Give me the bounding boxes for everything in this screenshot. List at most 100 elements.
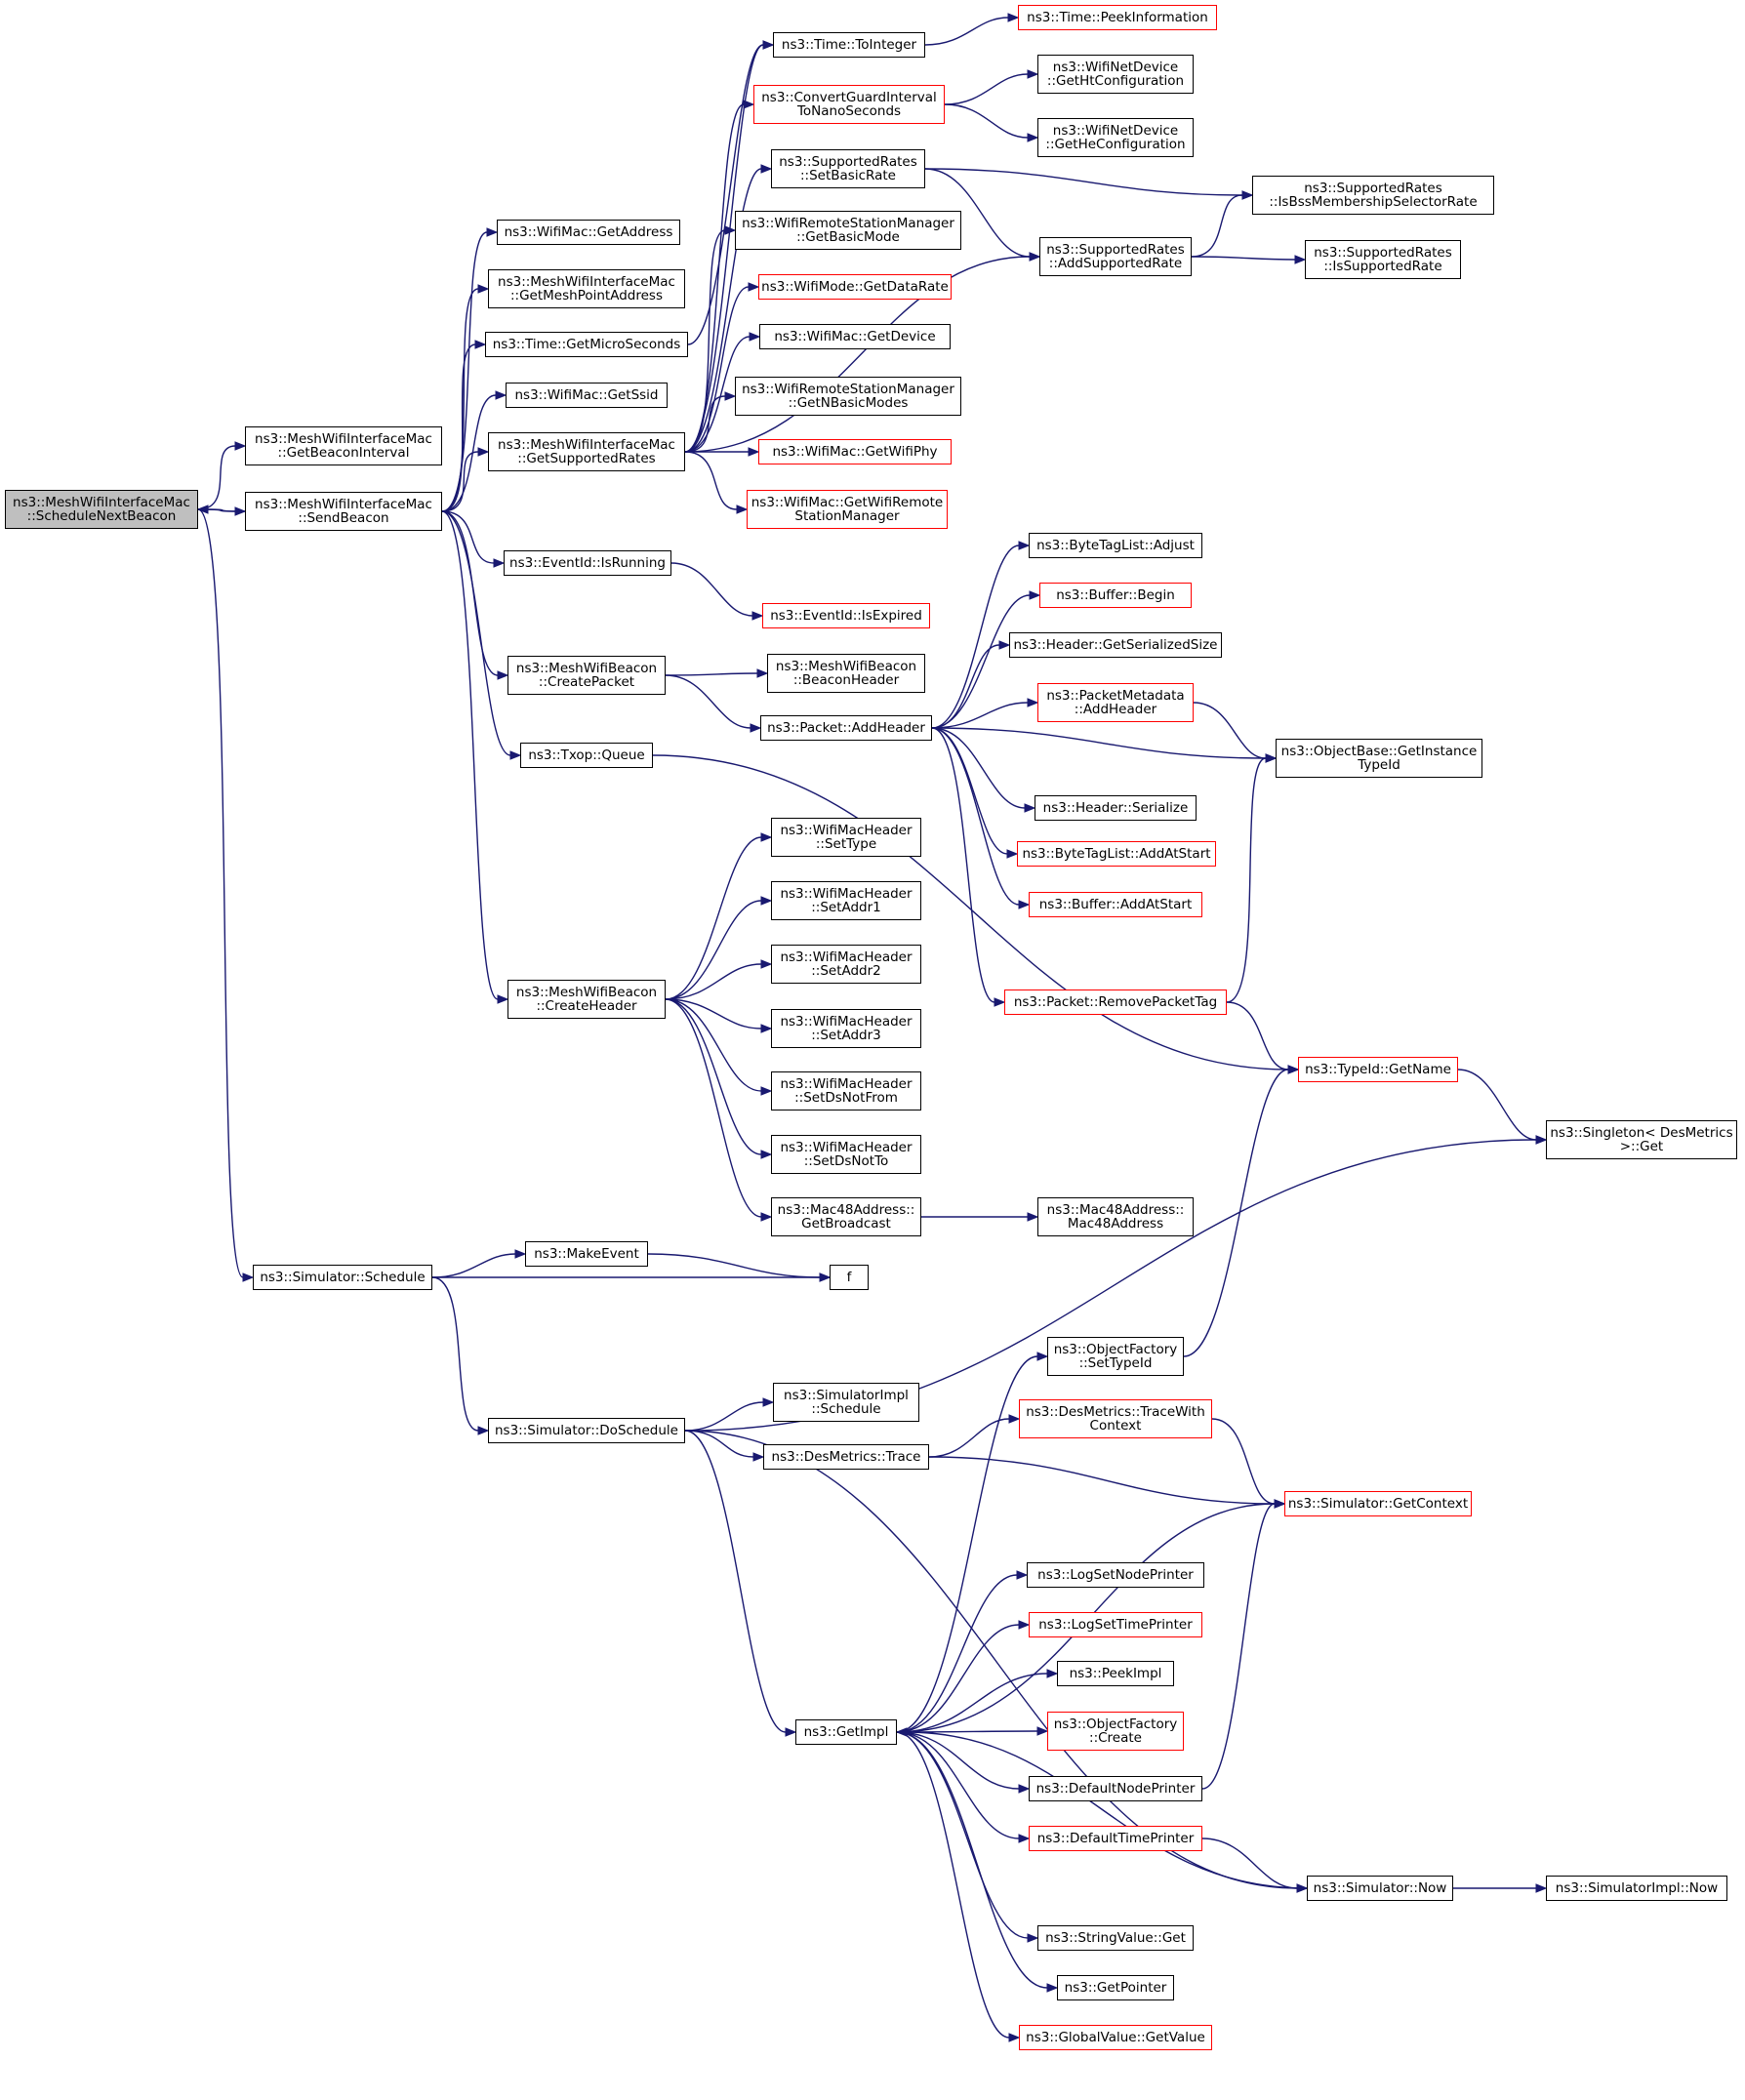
node-set-addr2[interactable]: ns3::WifiMacHeader ::SetAddr2 [771, 945, 921, 984]
edge-arrowhead [1008, 1414, 1021, 1424]
node-log-set-time-printer[interactable]: ns3::LogSetTimePrinter [1029, 1612, 1202, 1637]
node-set-ds-not-from[interactable]: ns3::WifiMacHeader ::SetDsNotFrom [771, 1071, 921, 1111]
node-buffer-add-at-start[interactable]: ns3::Buffer::AddAtStart [1029, 892, 1202, 917]
edge-txop-queue-to-type-id-get-name [652, 754, 1289, 1070]
node-object-factory-set-type-id[interactable]: ns3::ObjectFactory ::SetTypeId [1047, 1337, 1184, 1376]
node-make-event[interactable]: ns3::MakeEvent [525, 1241, 648, 1267]
node-set-addr1[interactable]: ns3::WifiMacHeader ::SetAddr1 [771, 881, 921, 920]
edge-get-supported-rates-to-convert-guard [684, 103, 745, 453]
node-get-basic-mode[interactable]: ns3::WifiRemoteStationManager ::GetBasic… [735, 211, 961, 250]
node-send-beacon[interactable]: ns3::MeshWifiInterfaceMac ::SendBeacon [245, 492, 442, 531]
node-root[interactable]: ns3::MeshWifiInterfaceMac ::ScheduleNext… [5, 490, 198, 529]
node-simulator-impl-now[interactable]: ns3::SimulatorImpl::Now [1546, 1876, 1727, 1901]
edge-packet-metadata-add-header-to-get-instance-type-id [1193, 702, 1267, 759]
node-set-ds-not-to[interactable]: ns3::WifiMacHeader ::SetDsNotTo [771, 1135, 921, 1174]
edge-create-header-to-set-type [665, 836, 762, 1000]
node-peek-impl[interactable]: ns3::PeekImpl [1057, 1661, 1174, 1686]
edge-arrowhead [743, 100, 755, 109]
node-create-header[interactable]: ns3::MeshWifiBeacon ::CreateHeader [507, 980, 666, 1019]
node-is-expired[interactable]: ns3::EventId::IsExpired [762, 603, 930, 628]
node-object-factory-create[interactable]: ns3::ObjectFactory ::Create [1047, 1712, 1184, 1751]
node-get-context[interactable]: ns3::Simulator::GetContext [1284, 1491, 1472, 1516]
edge-get-supported-rates-to-add-supported-rate [684, 256, 1031, 453]
node-set-type[interactable]: ns3::WifiMacHeader ::SetType [771, 818, 921, 857]
node-set-basic-rate[interactable]: ns3::SupportedRates ::SetBasicRate [771, 149, 925, 188]
node-f[interactable]: f [830, 1265, 869, 1290]
node-get-mesh-point-address[interactable]: ns3::MeshWifiInterfaceMac ::GetMeshPoint… [488, 269, 685, 308]
edge-arrowhead [760, 1150, 773, 1159]
node-header-serialize[interactable]: ns3::Header::Serialize [1035, 795, 1197, 821]
edge-arrowhead [1008, 2033, 1021, 2042]
node-global-value-get-value[interactable]: ns3::GlobalValue::GetValue [1019, 2025, 1212, 2050]
node-set-addr3[interactable]: ns3::WifiMacHeader ::SetAddr3 [771, 1009, 921, 1048]
node-get-data-rate[interactable]: ns3::WifiMode::GetDataRate [758, 274, 952, 300]
edge-arrowhead [819, 1272, 832, 1282]
edge-sim-schedule-to-do-schedule [431, 1276, 479, 1432]
edge-arrowhead [1029, 590, 1041, 600]
node-is-supported-rate[interactable]: ns3::SupportedRates ::IsSupportedRate [1305, 240, 1461, 279]
node-get-pointer[interactable]: ns3::GetPointer [1057, 1975, 1174, 2000]
node-simulator-now[interactable]: ns3::Simulator::Now [1307, 1876, 1453, 1901]
node-remove-packet-tag[interactable]: ns3::Packet::RemovePacketTag [1004, 989, 1227, 1015]
node-buffer-begin[interactable]: ns3::Buffer::Begin [1039, 583, 1192, 608]
node-log-set-node-printer[interactable]: ns3::LogSetNodePrinter [1027, 1562, 1204, 1588]
node-get-device[interactable]: ns3::WifiMac::GetDevice [759, 324, 951, 349]
edge-convert-guard-to-get-ht-configuration [944, 73, 1029, 105]
node-get-wifi-phy[interactable]: ns3::WifiMac::GetWifiPhy [758, 439, 952, 464]
edge-arrowhead [493, 558, 506, 568]
node-get-broadcast[interactable]: ns3::Mac48Address:: GetBroadcast [771, 1197, 921, 1236]
node-is-running[interactable]: ns3::EventId::IsRunning [504, 550, 671, 576]
node-trace-with-context[interactable]: ns3::DesMetrics::TraceWith Context [1019, 1399, 1212, 1438]
node-get-instance-type-id[interactable]: ns3::ObjectBase::GetInstance TypeId [1276, 739, 1482, 778]
node-default-time-printer[interactable]: ns3::DefaultTimePrinter [1029, 1826, 1202, 1851]
node-create-packet[interactable]: ns3::MeshWifiBeacon ::CreatePacket [507, 656, 666, 695]
edge-arrowhead [242, 1272, 255, 1282]
node-byte-tag-add-at-start[interactable]: ns3::ByteTagList::AddAtStart [1017, 841, 1216, 867]
node-type-id-get-name[interactable]: ns3::TypeId::GetName [1298, 1057, 1458, 1082]
node-get-nbasic-modes[interactable]: ns3::WifiRemoteStationManager ::GetNBasi… [735, 377, 961, 416]
node-get-address[interactable]: ns3::WifiMac::GetAddress [497, 220, 680, 245]
edge-set-basic-rate-to-is-bss-membership [924, 168, 1243, 196]
node-simulator-impl-schedule[interactable]: ns3::SimulatorImpl ::Schedule [773, 1383, 919, 1422]
node-do-schedule[interactable]: ns3::Simulator::DoSchedule [488, 1418, 685, 1443]
node-to-integer[interactable]: ns3::Time::ToInteger [773, 32, 925, 58]
node-get-he-configuration[interactable]: ns3::WifiNetDevice ::GetHeConfiguration [1037, 118, 1194, 157]
edge-send-beacon-to-get-supported-rates [441, 451, 479, 512]
node-beacon-header[interactable]: ns3::MeshWifiBeacon ::BeaconHeader [767, 654, 925, 693]
node-get-impl[interactable]: ns3::GetImpl [795, 1719, 897, 1745]
edge-packet-add-header-to-remove-packet-tag [931, 727, 995, 1003]
edge-arrowhead [760, 1212, 773, 1222]
node-string-value-get[interactable]: ns3::StringValue::Get [1037, 1925, 1194, 1951]
edge-get-impl-to-log-set-time-printer [896, 1624, 1020, 1733]
node-singleton-get[interactable]: ns3::Singleton< DesMetrics >::Get [1546, 1120, 1737, 1159]
node-packet-add-header[interactable]: ns3::Packet::AddHeader [760, 715, 932, 741]
node-get-ssid[interactable]: ns3::WifiMac::GetSsid [506, 383, 668, 408]
node-get-supported-rates[interactable]: ns3::MeshWifiInterfaceMac ::GetSupported… [488, 432, 685, 471]
node-get-micro-seconds[interactable]: ns3::Time::GetMicroSeconds [485, 332, 688, 357]
node-get-ht-configuration[interactable]: ns3::WifiNetDevice ::GetHtConfiguration [1037, 55, 1194, 94]
node-byte-tag-adjust[interactable]: ns3::ByteTagList::Adjust [1029, 533, 1202, 558]
node-get-beacon-interval[interactable]: ns3::MeshWifiInterfaceMac ::GetBeaconInt… [245, 426, 442, 465]
edge-arrowhead [497, 670, 509, 680]
edge-is-running-to-is-expired [670, 562, 753, 617]
node-get-wifi-remote-station-manager[interactable]: ns3::WifiMac::GetWifiRemote StationManag… [747, 490, 948, 529]
edge-arrowhead [998, 640, 1011, 650]
node-default-node-printer[interactable]: ns3::DefaultNodePrinter [1029, 1776, 1202, 1801]
edge-des-metrics-trace-to-trace-with-context [928, 1418, 1010, 1458]
node-mac48-address[interactable]: ns3::Mac48Address:: Mac48Address [1037, 1197, 1194, 1236]
edge-arrowhead [760, 1086, 773, 1096]
node-txop-queue[interactable]: ns3::Txop::Queue [520, 743, 653, 768]
edge-arrowhead [477, 284, 490, 294]
node-convert-guard[interactable]: ns3::ConvertGuardInterval ToNanoSeconds [753, 85, 945, 124]
node-add-supported-rate[interactable]: ns3::SupportedRates ::AddSupportedRate [1039, 237, 1192, 276]
node-header-get-serialized-size[interactable]: ns3::Header::GetSerializedSize [1009, 632, 1222, 658]
edge-to-integer-to-peek-information [924, 17, 1009, 46]
node-des-metrics-trace[interactable]: ns3::DesMetrics::Trace [763, 1444, 929, 1470]
edge-root-to-sim-schedule [197, 508, 244, 1278]
node-is-bss-membership[interactable]: ns3::SupportedRates ::IsBssMembershipSel… [1252, 176, 1494, 215]
edge-arrowhead [1036, 1726, 1049, 1736]
node-peek-information[interactable]: ns3::Time::PeekInformation [1018, 5, 1217, 30]
node-sim-schedule[interactable]: ns3::Simulator::Schedule [253, 1265, 432, 1290]
node-packet-metadata-add-header[interactable]: ns3::PacketMetadata ::AddHeader [1037, 683, 1194, 722]
